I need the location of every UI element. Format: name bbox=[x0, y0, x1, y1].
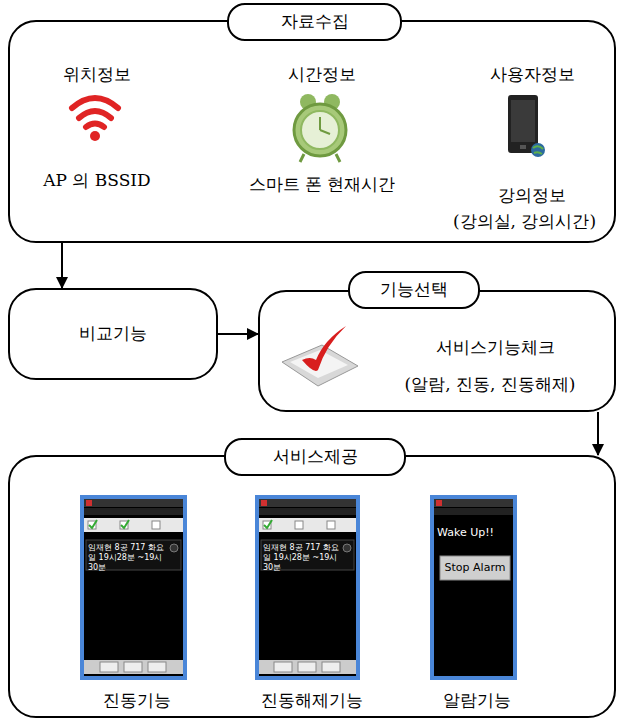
screen-message: Wake Up!! bbox=[437, 526, 513, 540]
item-heading: 서비스기능체크 bbox=[390, 337, 600, 358]
box-title: 기능선택 bbox=[348, 271, 480, 309]
screen-caption: 진동기능 bbox=[67, 690, 207, 711]
item-text: 강의정보 bbox=[457, 185, 607, 206]
rounded-box: 자료수집위치정보AP 의 BSSID시간정보스마트 폰 현재시간사용자정보강의정… bbox=[8, 20, 616, 243]
wifi-icon bbox=[72, 98, 118, 127]
arrow-connector bbox=[218, 333, 258, 335]
box-title: 자료수집 bbox=[227, 3, 402, 41]
item-text: 스마트 폰 현재시간 bbox=[217, 174, 427, 195]
button-label: Stop Alarm bbox=[440, 559, 510, 577]
item-heading: 시간정보 bbox=[262, 64, 382, 85]
arrow-connector bbox=[61, 243, 63, 288]
item-heading: 위치정보 bbox=[37, 64, 157, 85]
box-title: 서비스제공 bbox=[224, 438, 406, 476]
check-icon bbox=[282, 326, 358, 386]
item-text: (알람, 진동, 진동해제) bbox=[370, 374, 610, 395]
process-label: 비교기능 bbox=[10, 323, 216, 344]
item-text: (강의실, 강의시간) bbox=[437, 211, 612, 232]
item-heading: 사용자정보 bbox=[467, 64, 597, 85]
wifi-dot bbox=[90, 131, 100, 141]
phone-screenshot bbox=[430, 495, 517, 680]
clock-icon bbox=[294, 94, 346, 162]
phone-screenshot bbox=[80, 495, 187, 680]
rounded-box: 비교기능 bbox=[8, 288, 218, 380]
screen-caption: 알람기능 bbox=[412, 690, 542, 711]
rounded-box: 기능선택서비스기능체크(알람, 진동, 진동해제) bbox=[258, 290, 616, 412]
phone-screenshot bbox=[255, 495, 360, 680]
list-entry: 임재현 8공 717 화요일 19시28분 ~19시30분 bbox=[263, 543, 343, 573]
item-text: AP 의 BSSID bbox=[12, 170, 182, 191]
screen-caption: 진동해제기능 bbox=[237, 690, 387, 711]
rounded-box: 서비스제공진동기능진동해제기능알람기능 bbox=[8, 455, 616, 718]
arrow-connector bbox=[597, 412, 599, 455]
phone-icon bbox=[508, 95, 545, 157]
list-entry: 임재현 8공 717 화요일 19시28분 ~19시30분 bbox=[88, 543, 168, 573]
